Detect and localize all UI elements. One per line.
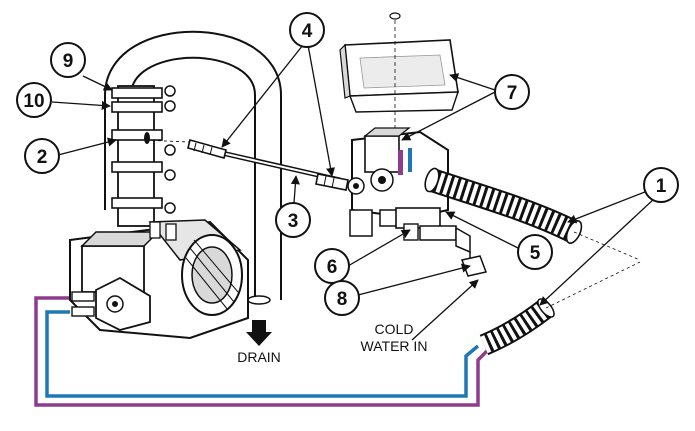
leader-6 — [347, 229, 411, 267]
callout-5: 5 — [517, 234, 553, 270]
callout-2-label: 2 — [37, 147, 48, 168]
callout-8: 8 — [324, 280, 360, 316]
callout-4: 4 — [289, 12, 325, 48]
callout-10-label: 10 — [23, 91, 44, 112]
leader-1b — [539, 197, 656, 306]
callout-6: 6 — [314, 248, 350, 284]
corrugated-hose-upper — [424, 167, 641, 261]
callout-1-upper: 1 — [643, 167, 679, 203]
drain-label: DRAIN — [237, 349, 281, 365]
leader-7b — [449, 73, 496, 91]
leader-9 — [82, 75, 113, 91]
callout-6-label: 6 — [327, 257, 338, 278]
valve-cover — [339, 12, 459, 165]
cold-water-label-line2: WATER IN — [361, 338, 428, 354]
callout-4-label: 4 — [302, 21, 313, 42]
corrugated-hose-lower — [479, 261, 641, 356]
drain-hose — [104, 30, 282, 305]
callout-3: 3 — [275, 202, 311, 238]
callout-1-upper-label: 1 — [656, 176, 667, 197]
leader-5 — [445, 211, 519, 249]
callout-9: 9 — [50, 42, 86, 78]
leader-lines — [51, 44, 656, 341]
cold-water-label-line1: COLD — [375, 321, 414, 337]
leader-8 — [357, 263, 471, 296]
pump-assembly — [69, 219, 249, 340]
callout-2: 2 — [24, 138, 60, 174]
callout-10: 10 — [16, 82, 52, 118]
leader-4a — [221, 44, 304, 148]
callout-9-label: 9 — [63, 51, 74, 72]
wire-harness — [34, 296, 490, 407]
blue-wire — [45, 310, 480, 398]
purple-wire — [34, 296, 490, 407]
callout-7: 7 — [494, 74, 530, 110]
standpipe — [111, 85, 176, 227]
leader-7 — [401, 91, 496, 141]
leader-cold — [411, 279, 479, 341]
leader-3 — [290, 175, 300, 204]
callout-3-label: 3 — [288, 211, 299, 232]
leader-1a — [567, 189, 651, 224]
callout-7-label: 7 — [507, 83, 518, 104]
leader-10 — [51, 100, 111, 110]
sensor-rod — [139, 139, 349, 191]
water-valve — [347, 127, 488, 277]
callout-8-label: 8 — [337, 289, 348, 310]
callout-5-label: 5 — [530, 243, 541, 264]
drain-arrow-icon — [246, 320, 272, 346]
leader-2 — [57, 137, 117, 156]
leader-4b — [307, 44, 335, 177]
